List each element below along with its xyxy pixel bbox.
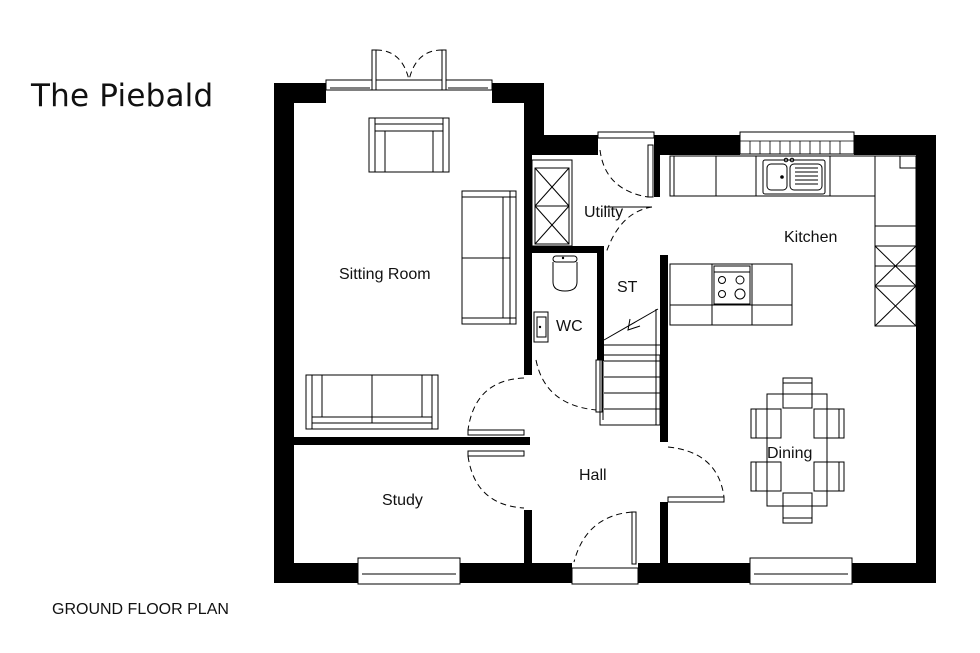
wc-door-swing: [535, 359, 597, 411]
wall-sitting-study: [294, 437, 530, 445]
room-label-hall: Hall: [579, 467, 607, 484]
utility-door-frame: [597, 131, 655, 139]
room-label-wc: WC: [556, 318, 583, 335]
basin: [533, 311, 549, 343]
room-label-kitchen: Kitchen: [784, 229, 837, 246]
kitchen-worktop: [669, 155, 917, 327]
wall-wc-top: [532, 246, 604, 253]
staircase: [599, 308, 661, 426]
interior-walls: [294, 155, 668, 565]
wc-door-leaf: [595, 359, 603, 413]
wall-study-hall: [524, 510, 532, 565]
plan-caption: GROUND FLOOR PLAN: [52, 601, 229, 618]
wall-bottom-study-right: [460, 563, 572, 583]
front-door-leaf: [631, 511, 637, 565]
study-door-swing: [467, 455, 525, 509]
armchair: [368, 117, 450, 173]
wall-top-kitchen-left: [654, 135, 740, 155]
sitting-door-swing: [467, 377, 525, 431]
french-door-swing-right: [408, 49, 443, 81]
wall-wc-right: [597, 246, 604, 361]
kitchen-window: [739, 131, 855, 155]
dining-door-leaf: [667, 496, 725, 503]
dining-window: [749, 557, 853, 585]
wall-bottom-dining-right: [852, 563, 936, 583]
wall-top-sitting-left: [274, 83, 326, 103]
sofa-vertical: [461, 190, 517, 325]
furniture: [305, 117, 917, 524]
wall-top-utility: [524, 135, 598, 155]
plan-title: The Piebald: [31, 78, 214, 114]
front-door-swing: [573, 511, 633, 563]
toilet: [552, 255, 578, 292]
wall-utility-kitchen: [654, 155, 660, 197]
wall-bottom-study-left: [274, 563, 358, 583]
windows: [325, 49, 855, 585]
utility-door-leaf: [647, 144, 654, 198]
hob: [713, 265, 751, 305]
kitchen-island: [669, 263, 793, 326]
french-door-leaf-right: [441, 49, 447, 91]
study-window: [357, 557, 461, 585]
wall-sitting-utility: [524, 155, 532, 375]
study-door-leaf: [467, 450, 525, 457]
sofa-horizontal: [305, 374, 439, 430]
kitchen-sink: [762, 157, 826, 195]
utility-inner-door-swing: [605, 206, 653, 254]
wall-right: [916, 135, 936, 583]
interior-doors: [467, 206, 725, 509]
room-label-sitting-room: Sitting Room: [339, 266, 431, 283]
room-labels: Sitting Room Utility Kitchen ST WC Dinin…: [339, 204, 837, 509]
room-label-st: ST: [617, 279, 638, 296]
wall-hall-dining: [660, 502, 668, 564]
utility-cupboards: [531, 159, 573, 247]
french-door-leaf-left: [371, 49, 377, 91]
room-label-dining: Dining: [767, 445, 812, 462]
dining-door-swing: [667, 446, 725, 498]
room-label-utility: Utility: [584, 204, 623, 221]
front-door-frame: [571, 567, 639, 585]
wall-left: [274, 83, 294, 583]
wall-stair-kitchen: [660, 255, 668, 442]
french-door-swing-left: [375, 49, 410, 81]
utility-door-swing: [599, 149, 649, 198]
wall-bottom-hall-right: [638, 563, 750, 583]
room-label-study: Study: [382, 492, 423, 509]
exterior-walls: [274, 83, 936, 583]
wall-top-kitchen-right: [854, 135, 936, 155]
french-door-frame: [325, 79, 493, 91]
sitting-door-leaf: [467, 429, 525, 436]
dining-table: [750, 377, 845, 524]
